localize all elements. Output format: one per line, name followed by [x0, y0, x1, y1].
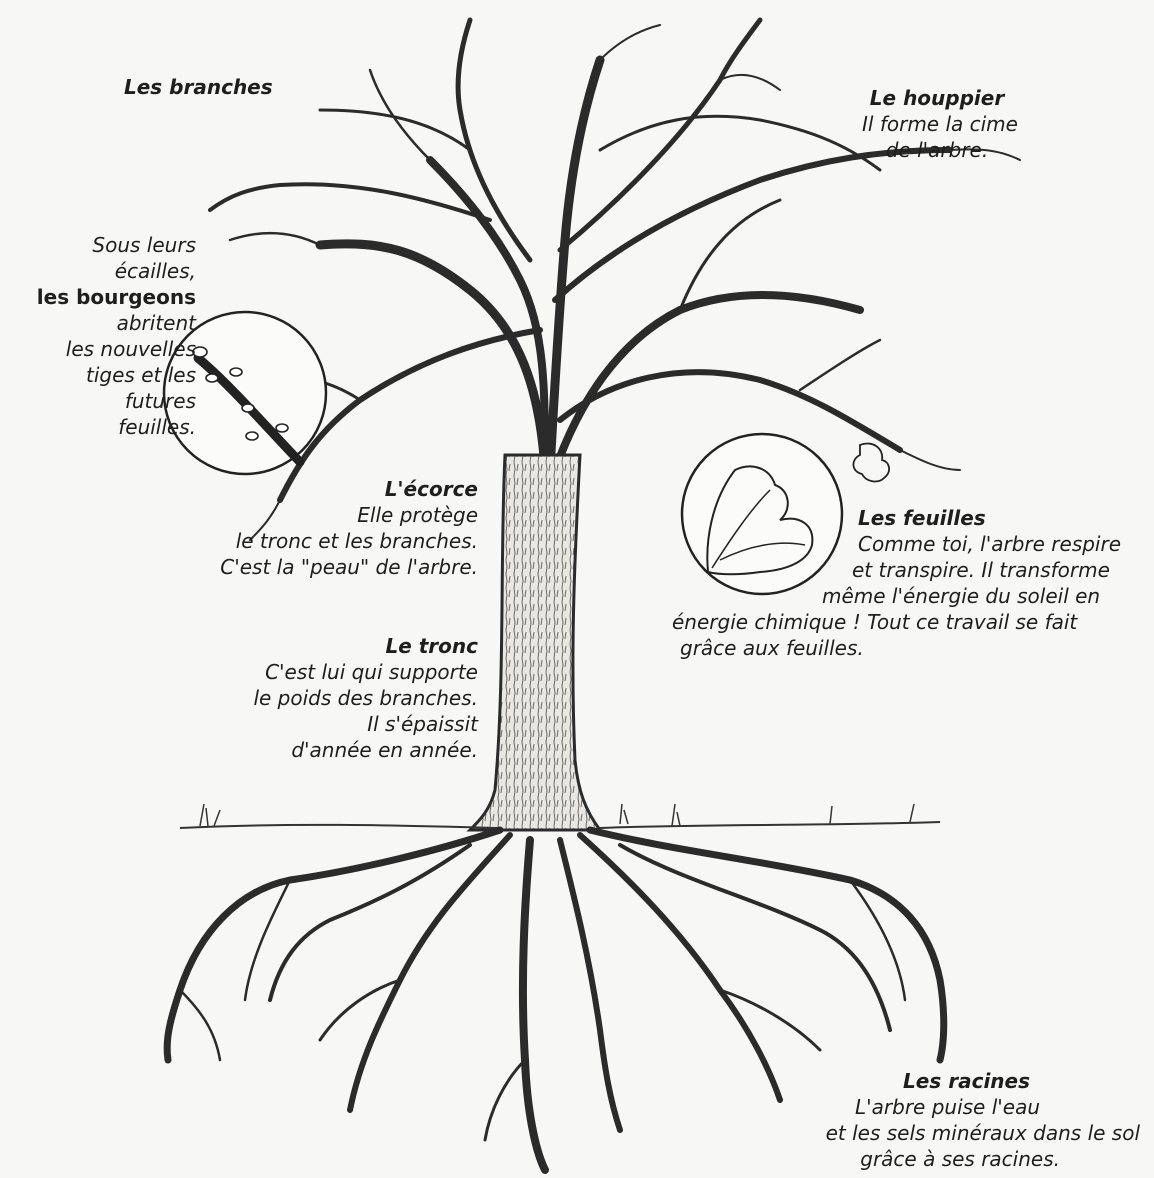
tronc-line: C'est lui qui supporte — [253, 659, 478, 685]
bourgeons-line: écailles, — [0, 258, 196, 284]
tronc-line: le poids des branches. — [253, 685, 478, 711]
houppier-title: Le houppier — [862, 85, 1012, 111]
oak-leaf — [853, 443, 889, 481]
racines-title: Les racines — [760, 1068, 1140, 1094]
bourgeons-title: les bourgeons — [0, 284, 196, 310]
tronc-label: Le tronc C'est lui qui supporte le poids… — [253, 633, 478, 763]
feuilles-line: même l'énergie du soleil en — [672, 583, 1150, 609]
bourgeons-line: tiges et les — [0, 362, 196, 388]
tronc-title: Le tronc — [253, 633, 478, 659]
trunk — [470, 455, 600, 830]
branches-title: Les branches — [124, 74, 273, 100]
ecorce-line: le tronc et les branches. — [220, 528, 478, 554]
houppier-label: Le houppier Il forme la cime de l'arbre. — [862, 85, 1012, 163]
bourgeons-line: les nouvelles — [0, 336, 196, 362]
bourgeons-label: Sous leurs écailles, les bourgeons abrit… — [0, 232, 196, 440]
racines-line: et les sels minéraux dans le sol — [760, 1120, 1140, 1146]
racines-label: Les racines L'arbre puise l'eau et les s… — [760, 1068, 1140, 1172]
feuilles-line: énergie chimique ! Tout ce travail se fa… — [672, 609, 1150, 635]
bourgeons-line: futures — [0, 388, 196, 414]
ecorce-label: L'écorce Elle protège le tronc et les br… — [220, 476, 478, 580]
branches-label: Les branches — [124, 74, 273, 100]
ecorce-title: L'écorce — [220, 476, 478, 502]
feuilles-line: grâce aux feuilles. — [672, 635, 1150, 661]
bourgeons-line: abritent — [0, 310, 196, 336]
bourgeons-line: feuilles. — [0, 414, 196, 440]
tronc-line: d'année en année. — [253, 737, 478, 763]
ecorce-line: C'est la "peau" de l'arbre. — [220, 554, 478, 580]
tronc-line: Il s'épaissit — [253, 711, 478, 737]
feuilles-line: et transpire. Il transforme — [672, 557, 1150, 583]
bourgeons-line: Sous leurs — [0, 232, 196, 258]
houppier-line: Il forme la cime — [862, 111, 1012, 137]
racines-line: grâce à ses racines. — [760, 1146, 1140, 1172]
ecorce-line: Elle protège — [220, 502, 478, 528]
feuilles-line: Comme toi, l'arbre respire — [672, 531, 1150, 557]
racines-line: L'arbre puise l'eau — [760, 1094, 1140, 1120]
houppier-line: de l'arbre. — [862, 137, 1012, 163]
feuilles-title: Les feuilles — [672, 505, 1150, 531]
feuilles-label: Les feuilles Comme toi, l'arbre respire … — [672, 505, 1150, 661]
